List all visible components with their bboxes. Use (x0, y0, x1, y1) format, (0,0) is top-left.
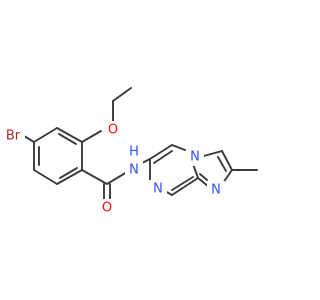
bond-imid-b-inner (217, 156, 227, 172)
bond-carbonyl-n (106, 171, 128, 185)
bond-ch2-ch3 (112, 87, 132, 102)
bond-imid-b (221, 150, 233, 171)
label-bg-pyrazine-n (149, 180, 167, 198)
bond-c3-o (81, 130, 102, 143)
bond-c1-br (23, 135, 35, 143)
bond-c5-c6 (33, 169, 58, 185)
bond-ring-b (171, 144, 186, 151)
atom-pyrazine-n: N (153, 182, 163, 197)
atom-imidazole-n: N (211, 183, 221, 198)
bond-imid-c (222, 169, 233, 184)
label-bg-bromine (1, 126, 25, 144)
label-bg-ether-oxygen (104, 121, 122, 139)
label-bg-amide-h (126, 144, 142, 160)
bond-imid-d-inner (199, 173, 208, 181)
bond-ring-a (149, 144, 173, 160)
atom-amide-n: N (129, 163, 139, 178)
atom-carbonyl-oxygen: O (102, 201, 112, 216)
atom-bridgehead-n: N (190, 150, 200, 165)
atom-ether-oxygen: O (108, 123, 118, 138)
bond-aromatic-inner-2 (58, 133, 77, 145)
molecule-structure: Br O O N H N N N (1, 87, 258, 217)
label-bg-bridgehead-n (186, 148, 204, 166)
bond-ring-a-inner (153, 150, 173, 164)
bond-c1-c2 (33, 127, 58, 143)
bond-ring-d (171, 177, 199, 196)
label-bg-imidazole-n (207, 181, 225, 199)
bond-c4-c5 (56, 169, 83, 185)
label-bg-carbonyl-oxygen (98, 199, 116, 217)
bond-ring-d-inner (171, 176, 194, 191)
bond-c2-c3 (56, 127, 83, 143)
label-bg-amide-n (125, 161, 143, 179)
bond-c4-carbonyl (81, 169, 108, 185)
atom-bromine: Br (6, 129, 21, 144)
atom-amide-h: H (129, 145, 139, 160)
bonds (23, 87, 258, 202)
bond-ring-c (192, 163, 199, 179)
atom-labels: Br O O N H N N N (1, 121, 225, 217)
bond-aromatic-inner-3 (59, 167, 78, 179)
